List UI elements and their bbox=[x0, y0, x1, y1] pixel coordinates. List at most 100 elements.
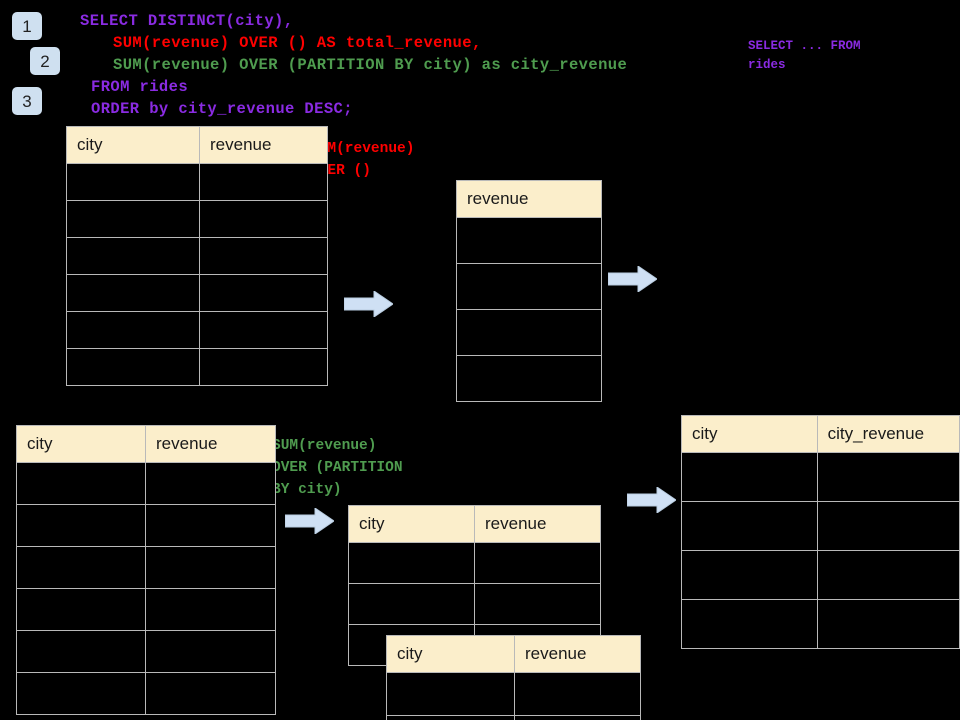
table-cell bbox=[66, 237, 200, 275]
table-cell bbox=[816, 599, 960, 649]
table-cell bbox=[199, 274, 328, 312]
table-cell bbox=[348, 583, 475, 625]
table-cell bbox=[816, 501, 960, 551]
table-cell bbox=[386, 715, 515, 720]
table-cell bbox=[199, 311, 328, 349]
table-cell bbox=[681, 599, 818, 649]
table-cell bbox=[681, 452, 818, 502]
table-cell bbox=[16, 672, 146, 715]
table-row bbox=[456, 309, 602, 356]
sql-line-1: SELECT DISTINCT(city), bbox=[80, 12, 294, 30]
table-row bbox=[66, 274, 328, 312]
table-cell bbox=[816, 550, 960, 600]
table-cell bbox=[456, 217, 602, 264]
table-row bbox=[681, 550, 960, 600]
flow-arrow-top-right-icon bbox=[607, 265, 658, 297]
table-header-row: revenue bbox=[456, 180, 602, 218]
table-cell bbox=[145, 462, 276, 505]
table-cell bbox=[386, 672, 515, 716]
table-cell bbox=[474, 583, 601, 625]
column-header-city: city bbox=[348, 505, 475, 543]
table-cell bbox=[16, 588, 146, 631]
table-cell bbox=[16, 630, 146, 673]
table-cell bbox=[145, 504, 276, 547]
side-note-select-from: SELECT ... FROM rides bbox=[748, 39, 861, 72]
table-cell bbox=[66, 311, 200, 349]
table-row bbox=[348, 542, 601, 584]
table-cell bbox=[348, 542, 475, 584]
table-cell bbox=[474, 542, 601, 584]
table-row bbox=[66, 348, 328, 386]
table-cell bbox=[681, 501, 818, 551]
table-row bbox=[66, 200, 328, 238]
table-cell bbox=[66, 274, 200, 312]
table-row bbox=[66, 237, 328, 275]
table-cell bbox=[456, 355, 602, 402]
table-cell bbox=[145, 672, 276, 715]
column-header-city: city bbox=[66, 126, 200, 164]
table-row bbox=[16, 630, 276, 673]
column-header-city_revenue: city_revenue bbox=[816, 415, 960, 453]
table-row bbox=[456, 263, 602, 310]
table-row bbox=[66, 163, 328, 201]
column-header-city: city bbox=[681, 415, 818, 453]
table-cell bbox=[16, 504, 146, 547]
table-cell bbox=[199, 348, 328, 386]
table-cell bbox=[66, 163, 200, 201]
table-row bbox=[348, 583, 601, 625]
step-badge-1: 1 bbox=[12, 12, 42, 40]
column-header-revenue: revenue bbox=[145, 425, 276, 463]
column-header-city: city bbox=[16, 425, 146, 463]
table-cell bbox=[681, 550, 818, 600]
table-cell bbox=[66, 200, 200, 238]
table-row bbox=[16, 462, 276, 505]
table-total-revenue-window: revenue bbox=[456, 180, 602, 402]
table-row bbox=[16, 672, 276, 715]
table-cell bbox=[199, 200, 328, 238]
table-row bbox=[66, 311, 328, 349]
table-cell bbox=[66, 348, 200, 386]
table-row bbox=[456, 217, 602, 264]
table-cell bbox=[16, 546, 146, 589]
sql-query-block: SELECT DISTINCT(city), SUM(revenue) OVER … bbox=[80, 10, 627, 120]
column-header-revenue: revenue bbox=[474, 505, 601, 543]
flow-arrow-bottom-right-icon bbox=[626, 486, 677, 518]
table-cell bbox=[456, 309, 602, 356]
table-row bbox=[386, 715, 641, 720]
column-header-revenue: revenue bbox=[514, 635, 641, 673]
table-cell bbox=[514, 672, 641, 716]
column-header-revenue: revenue bbox=[456, 180, 602, 218]
sql-line-2: SUM(revenue) OVER () AS total_revenue, bbox=[113, 34, 482, 52]
column-header-city: city bbox=[386, 635, 515, 673]
step-badge-3: 3 bbox=[12, 87, 42, 115]
table-cell bbox=[816, 452, 960, 502]
flow-arrow-bottom-left-icon bbox=[284, 507, 335, 539]
table-cell bbox=[456, 263, 602, 310]
table-row bbox=[681, 452, 960, 502]
table-row bbox=[16, 504, 276, 547]
table-cell bbox=[145, 546, 276, 589]
table-cell bbox=[199, 163, 328, 201]
table-cell bbox=[514, 715, 641, 720]
table-row bbox=[386, 672, 641, 716]
sql-line-4: FROM rides bbox=[91, 78, 189, 96]
table-cell bbox=[199, 237, 328, 275]
flow-arrow-top-left-icon bbox=[343, 290, 394, 322]
table-cell bbox=[145, 630, 276, 673]
annotation-sum-over-partition: SUM(revenue) OVER (PARTITION BY city) bbox=[272, 438, 403, 498]
table-row bbox=[681, 501, 960, 551]
table-row bbox=[681, 599, 960, 649]
sql-line-5: ORDER by city_revenue DESC; bbox=[91, 100, 353, 118]
sql-line-3: SUM(revenue) OVER (PARTITION BY city) as… bbox=[113, 56, 628, 74]
table-row bbox=[456, 355, 602, 402]
